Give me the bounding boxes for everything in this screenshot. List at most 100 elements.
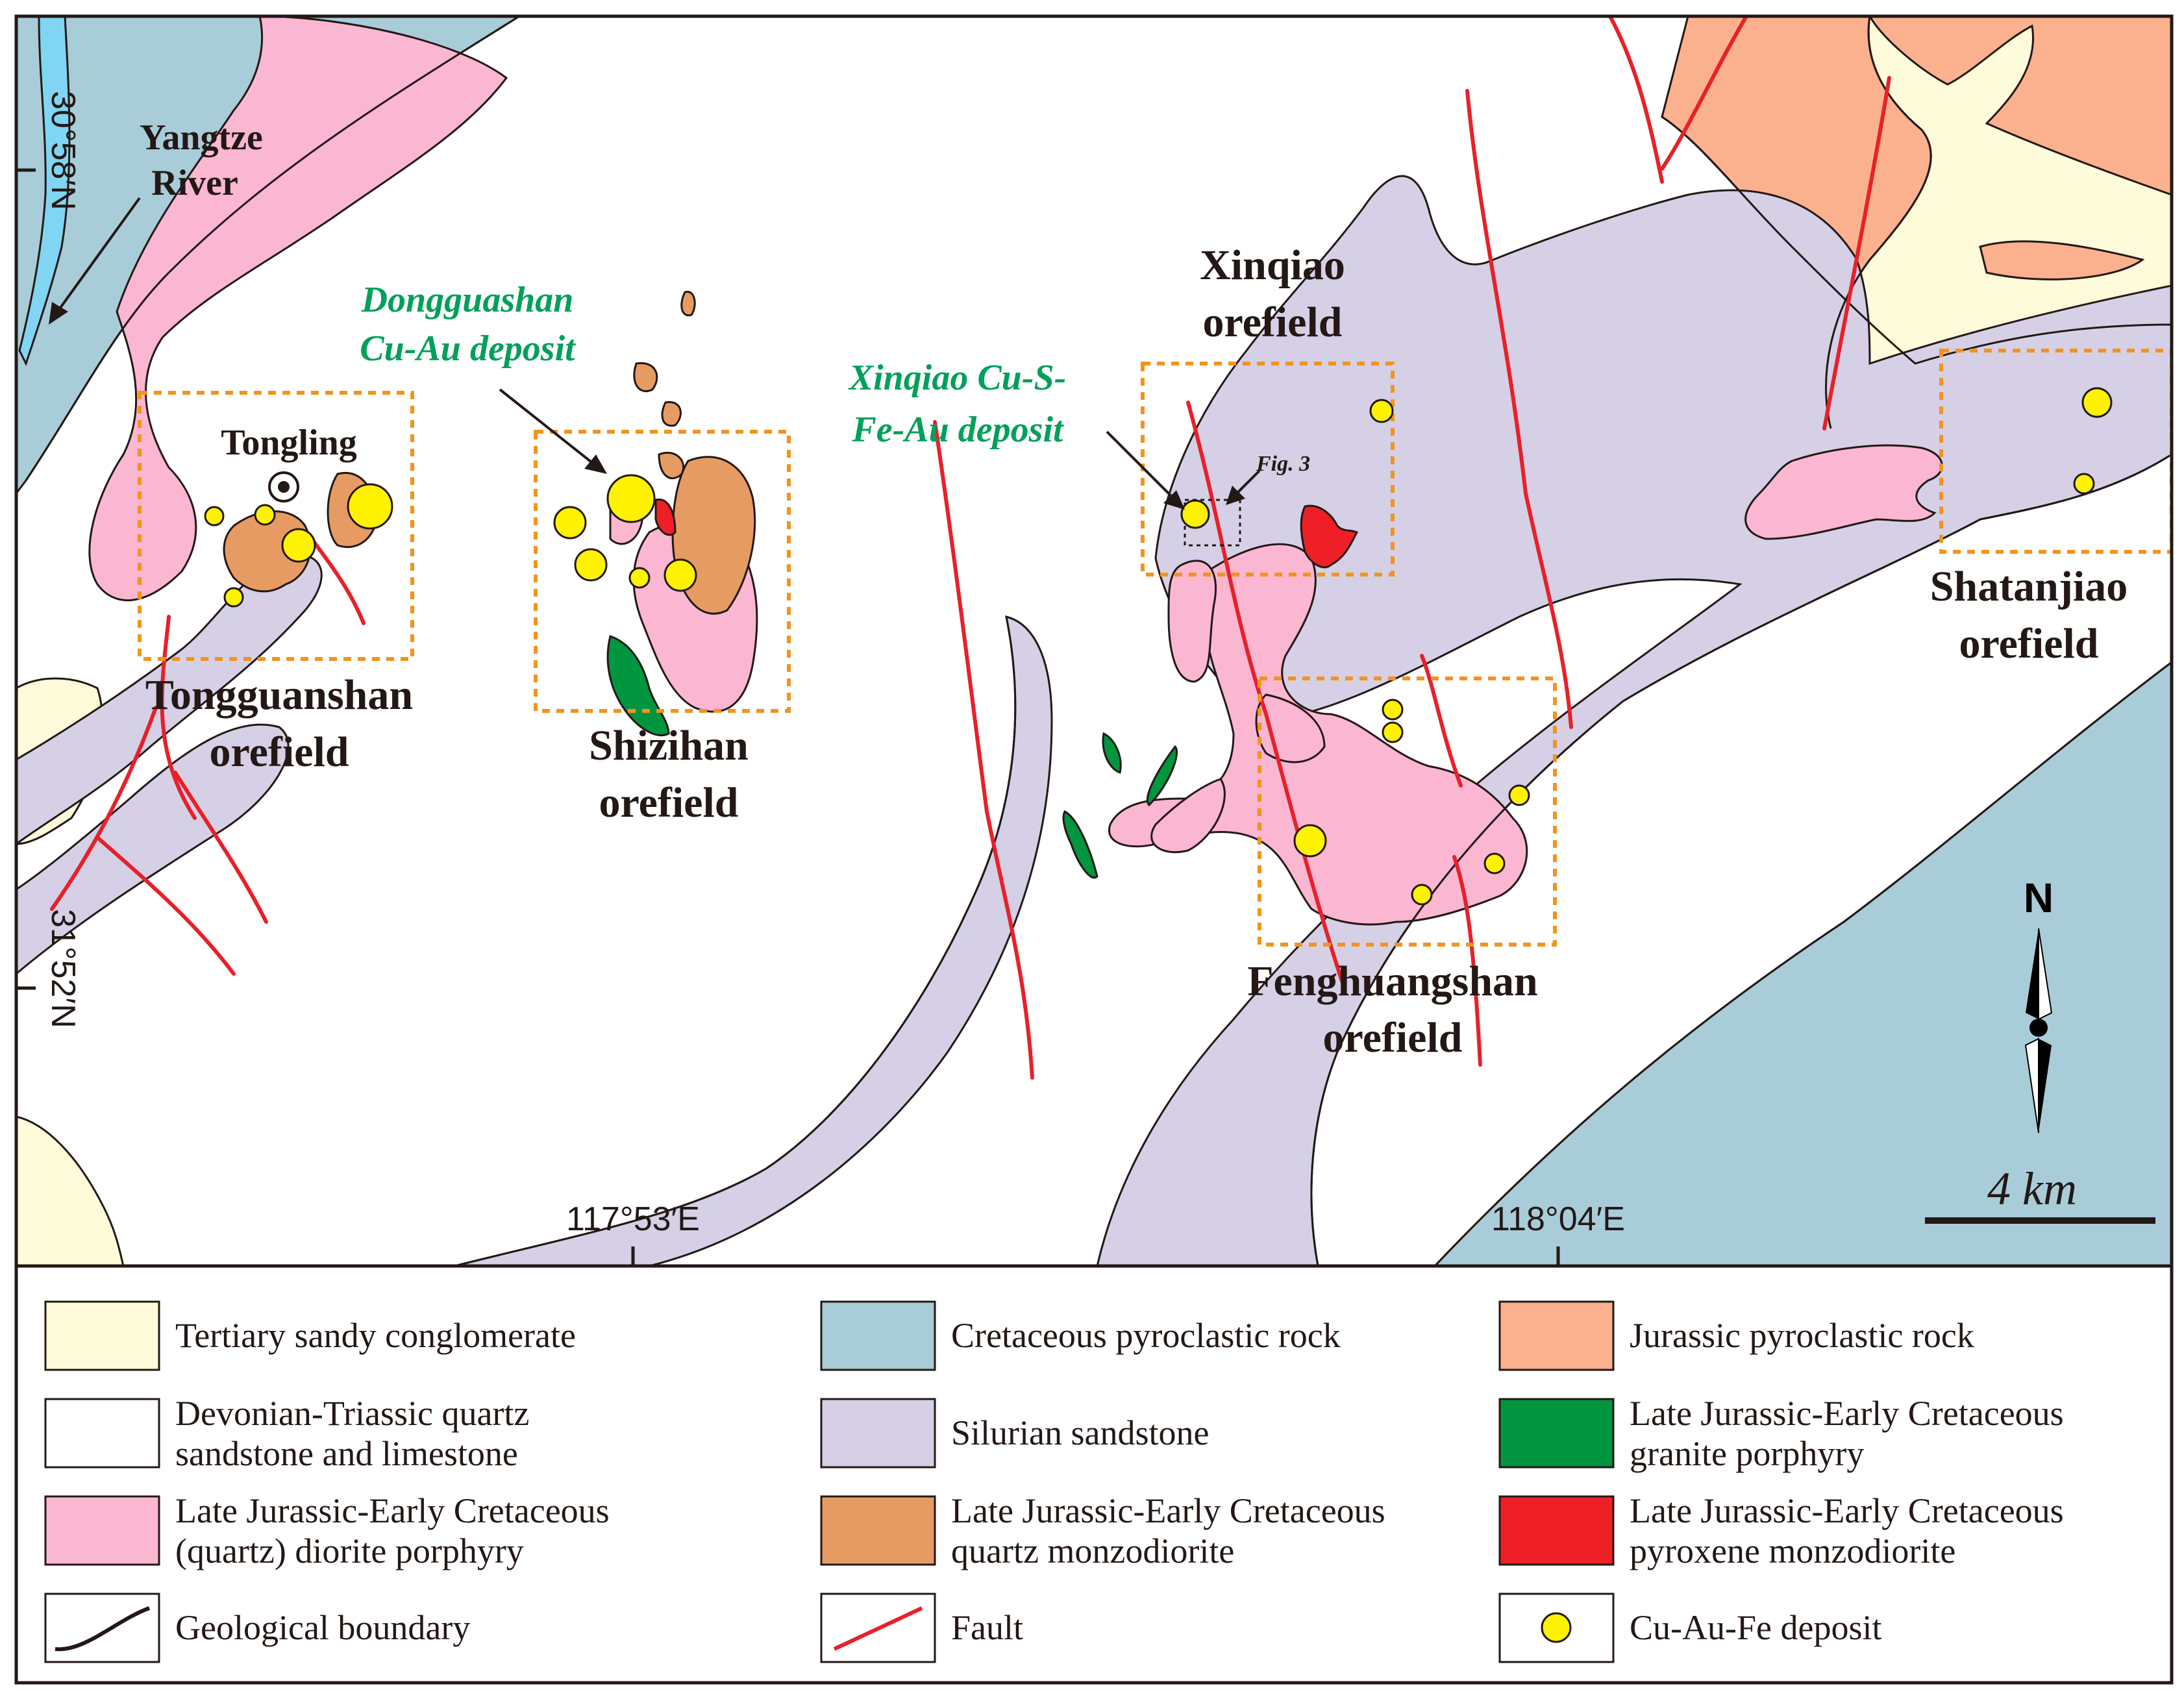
fault-symbol xyxy=(833,1606,923,1651)
legend-items: Tertiary sandy conglomerate Cretaceous py… xyxy=(44,1300,2064,1663)
legend-label: Fault xyxy=(951,1608,1023,1647)
legend-frame xyxy=(14,1264,2174,1685)
diorite-tongguanshan-belt xyxy=(88,16,508,602)
north-label: N xyxy=(2024,874,2054,921)
lon-label-right: 118°04′E xyxy=(1491,1200,1625,1238)
yangtze-label-line1: Yangtze xyxy=(140,118,263,158)
legend-swatch xyxy=(1498,1495,1615,1566)
legend-swatch xyxy=(44,1300,160,1371)
legend-label: quartz monzodiorite xyxy=(951,1532,1234,1570)
legend-label: Cretaceous pyroclastic rock xyxy=(951,1316,1341,1355)
deposit-marker[interactable] xyxy=(606,474,656,523)
dongguashan-label-line2: Cu-Au deposit xyxy=(360,329,576,369)
deposit-marker[interactable] xyxy=(664,558,697,592)
legend-swatch xyxy=(820,1495,936,1566)
deposit-marker[interactable] xyxy=(1508,784,1530,806)
legend-swatch xyxy=(820,1398,936,1469)
fenghuangshan-label-line1: Fenghuangshan xyxy=(1247,958,1538,1005)
shatanjiao-label-line1: Shatanjiao xyxy=(1930,563,2128,610)
jurassic-inlier xyxy=(1979,240,2145,280)
granite-shizihan xyxy=(606,635,670,737)
legend-label: Geological boundary xyxy=(175,1608,470,1647)
monzodiorite-shizihan-2 xyxy=(658,451,684,480)
diorite-sw-dyke xyxy=(1150,778,1226,854)
deposit-marker[interactable] xyxy=(2081,387,2113,418)
legend-item: Fault xyxy=(820,1593,1023,1663)
deposit-marker[interactable] xyxy=(254,504,276,526)
deposit-marker[interactable] xyxy=(628,567,651,589)
map-area: Yangtze River Tongling Dongguashan Cu-Au… xyxy=(14,14,2174,1268)
pyroxene-shizihan xyxy=(654,498,676,536)
deposit-marker[interactable] xyxy=(347,483,393,530)
legend-label: Late Jurassic-Early Cretaceous xyxy=(951,1491,1385,1530)
lon-label-left: 117°53′E xyxy=(566,1200,700,1238)
tongguanshan-box[interactable] xyxy=(138,391,414,661)
shizihan-box[interactable] xyxy=(534,430,791,713)
legend-label: Devonian-Triassic quartz xyxy=(175,1394,529,1433)
deposit-marker[interactable] xyxy=(281,528,316,563)
deposits xyxy=(204,387,2113,906)
monzodiorite-north-1 xyxy=(633,362,658,392)
xinqiao-deposit-label-line2: Fe-Au deposit xyxy=(851,410,1064,450)
boundary-symbol xyxy=(55,1606,151,1652)
scale-bar: 4 km xyxy=(1925,1163,2155,1224)
deposit-marker[interactable] xyxy=(1180,499,1210,529)
granite-dyke-1 xyxy=(1102,732,1122,774)
deposit-marker[interactable] xyxy=(2073,473,2095,495)
fenghuangshan-box[interactable] xyxy=(1258,676,1557,947)
fenghuangshan-label-line2: orefield xyxy=(1322,1014,1462,1061)
shatanjiao-label-line2: orefield xyxy=(1959,620,2098,667)
deposit-marker[interactable] xyxy=(1382,721,1404,743)
deposit-marker[interactable] xyxy=(553,506,587,539)
diorite-shatanjiao xyxy=(1744,444,1943,540)
deposit-symbol xyxy=(1541,1612,1572,1643)
tongling-label: Tongling xyxy=(221,423,357,463)
silurian-sw-belt xyxy=(16,554,323,845)
legend-label: Late Jurassic-Early Cretaceous xyxy=(1630,1491,2064,1530)
coordinate-ticks xyxy=(16,168,1560,1266)
tongguanshan-label-line2: orefield xyxy=(209,728,349,776)
deposit-marker[interactable] xyxy=(223,587,244,608)
deposit-marker[interactable] xyxy=(1369,399,1394,423)
tertiary-sw xyxy=(16,1115,125,1266)
deposit-marker[interactable] xyxy=(204,506,225,527)
silurian-sw-belt-2 xyxy=(16,723,290,975)
dongguashan-label-line1: Dongguashan xyxy=(361,280,574,320)
legend-label: Jurassic pyroclastic rock xyxy=(1630,1316,1974,1355)
shizihan-label-line2: orefield xyxy=(599,779,738,826)
deposit-marker[interactable] xyxy=(1483,852,1506,874)
legend-label: granite porphyry xyxy=(1630,1434,1864,1473)
legend-label: pyroxene monzodiorite xyxy=(1630,1532,1955,1570)
xinqiao-deposit-label-line1: Xinqiao Cu-S- xyxy=(848,358,1067,398)
tongling-city-symbol[interactable] xyxy=(268,471,299,502)
deposit-marker[interactable] xyxy=(1382,699,1404,721)
geological-boundaries xyxy=(25,16,2172,1266)
diorite-xinqiao-west xyxy=(1167,560,1217,683)
legend-item: Late Jurassic-Early Cretaceous(quartz) d… xyxy=(44,1491,610,1570)
deposit-marker[interactable] xyxy=(1293,824,1327,858)
yangtze-label: Yangtze River xyxy=(140,118,263,203)
yangtze-label-line2: River xyxy=(151,163,238,203)
deposit-marker[interactable] xyxy=(1411,884,1433,906)
shatanjiao-box[interactable] xyxy=(1939,349,2172,554)
legend-swatch xyxy=(820,1300,936,1371)
granite-dyke-2 xyxy=(1146,745,1178,807)
legend-swatch xyxy=(44,1593,160,1663)
yangtze-river xyxy=(18,16,71,366)
scale-bar-label: 4 km xyxy=(1987,1163,2077,1215)
lat-label-bottom: 31°52′N xyxy=(44,909,82,1028)
legend-swatch xyxy=(44,1495,160,1566)
legend-label: Silurian sandstone xyxy=(951,1413,1209,1452)
legend-item: Tertiary sandy conglomerate xyxy=(44,1300,576,1371)
monzodiorite-north-3 xyxy=(680,290,696,317)
legend-item: Cretaceous pyroclastic rock xyxy=(820,1300,1341,1371)
deposit-marker[interactable] xyxy=(574,548,608,582)
legend-swatch xyxy=(44,1398,160,1469)
legend-label: Late Jurassic-Early Cretaceous xyxy=(1630,1394,2064,1433)
pyroxene-xinqiao xyxy=(1300,504,1359,569)
fig3-box[interactable] xyxy=(1184,499,1241,547)
